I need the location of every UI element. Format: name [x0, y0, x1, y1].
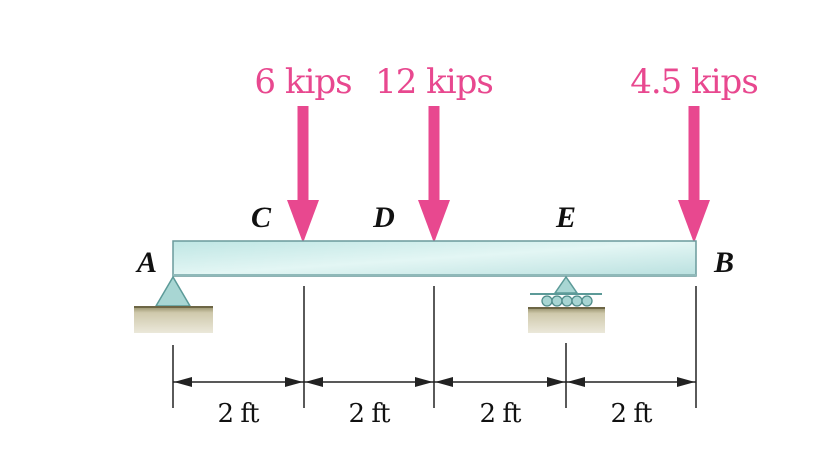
extension-lines	[172, 286, 697, 408]
dimension-label-eb: 2 ft	[611, 399, 653, 429]
load-arrow-c	[287, 106, 319, 243]
dimension-label-de: 2 ft	[480, 399, 522, 429]
dimension-line	[173, 377, 696, 387]
dimension-label-cd: 2 ft	[349, 399, 391, 429]
roller-support-e	[528, 275, 605, 333]
pin-support-a	[134, 275, 213, 333]
point-label-c: C	[251, 201, 272, 234]
dimension-label-ac: 2 ft	[218, 399, 260, 429]
load-label-c: 6 kips	[254, 62, 351, 102]
load-label-d: 12 kips	[375, 62, 493, 102]
point-label-e: E	[555, 201, 576, 234]
point-label-d: D	[372, 201, 395, 234]
load-arrow-d	[418, 106, 450, 243]
load-arrow-b	[678, 106, 710, 243]
load-label-b: 4.5 kips	[630, 62, 758, 102]
point-label-a: A	[135, 246, 157, 279]
beam	[172, 240, 697, 277]
point-label-b: B	[713, 246, 734, 279]
